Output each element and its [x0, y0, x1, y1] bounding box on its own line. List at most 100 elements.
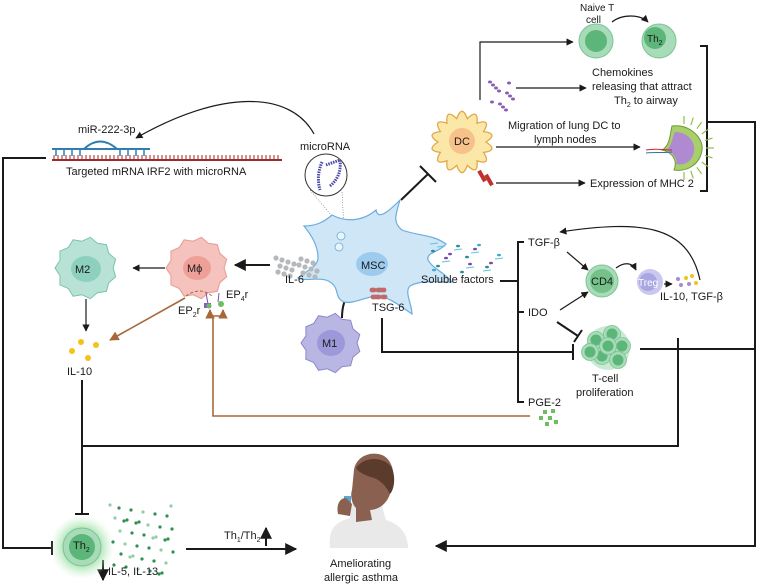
il6-particle — [291, 261, 297, 267]
il6-particle — [296, 262, 302, 268]
il6-particle — [275, 269, 281, 275]
inhibit-bar-dc — [419, 165, 437, 183]
cytokine-particle — [158, 525, 162, 529]
cytokine-particle — [146, 523, 150, 527]
soluble-factor-particle — [460, 270, 464, 274]
chemokine-particle — [488, 80, 492, 84]
chemokines-line-3: Th2 to airway — [614, 95, 678, 109]
t-cell-proliferation-cluster[interactable] — [581, 325, 631, 371]
soluble-factor-particle — [470, 251, 480, 254]
cytokine-particle — [129, 508, 133, 512]
pge2-particles — [539, 409, 558, 426]
mphi-label: Mϕ — [187, 263, 202, 275]
il10-particles — [69, 339, 99, 361]
il5-il13-particles — [108, 503, 175, 576]
chemokine-particle — [504, 108, 508, 112]
cytokine-particle — [171, 550, 175, 554]
cytokine-particle — [112, 563, 116, 567]
msc-inhibits-dc-line — [400, 173, 429, 201]
msc-label: MSC — [361, 260, 386, 272]
tgfb-label: TGF-β — [528, 237, 560, 249]
msc-cell[interactable] — [296, 197, 454, 316]
cytokine-particle — [165, 514, 169, 518]
chemokines-line-1: Chemokines — [592, 67, 654, 79]
t-cell-prolif-label-1: T-cell — [592, 373, 618, 385]
chemokine-particle — [508, 94, 512, 98]
cytokine-particle — [124, 565, 128, 569]
il10-tgfb-feedback-arrow — [559, 225, 701, 281]
dendritic-cell[interactable] — [431, 110, 494, 187]
il6-particle — [304, 258, 310, 264]
chemokine-particle — [507, 81, 511, 85]
cytokine-particle — [108, 503, 112, 507]
soluble-factor-particle — [494, 257, 504, 260]
il6-particle — [310, 260, 316, 266]
targeted-mrna-label: Targeted mRNA IRF2 with microRNA — [66, 166, 247, 178]
mirna-arrow — [135, 100, 315, 139]
soluble-factor-particle — [436, 264, 440, 268]
cytokine-particle — [157, 572, 161, 576]
th2-top-label: Th2 — [647, 34, 663, 47]
cytokine-particle — [125, 518, 129, 522]
lymph-node-spike — [690, 117, 694, 126]
chemokine-particles — [488, 80, 515, 112]
soluble-factor-particle — [477, 243, 481, 247]
microrna-label: microRNA — [300, 141, 351, 153]
mrna-to-th2-line — [2, 157, 52, 549]
cytokine-particle — [147, 546, 151, 550]
lymph-node-spike — [696, 167, 703, 175]
cytokine-particle — [151, 536, 155, 540]
cytokine-particle — [118, 529, 122, 533]
lymph-node-spike — [690, 170, 694, 179]
soluble-factor-particle — [444, 256, 448, 260]
cytokine-particle — [131, 554, 135, 558]
t-cell-nucleus — [612, 354, 624, 366]
soluble-factor-particle — [489, 261, 493, 265]
il6-particle — [279, 257, 285, 263]
th2-cell-top[interactable] — [641, 23, 677, 59]
soluble-factor-particle — [432, 268, 436, 272]
soluble-factor-particle — [473, 247, 477, 251]
il6-particle — [300, 270, 306, 276]
cytokine-particle — [119, 552, 123, 556]
treg-label: Treg — [638, 278, 658, 289]
il6-particle — [277, 263, 283, 269]
ido-label: IDO — [528, 307, 548, 319]
pge2-feedback-line — [212, 316, 530, 417]
cd4-label: CD4 — [591, 276, 613, 288]
tsg6-particle — [382, 294, 388, 300]
cytokine-particle — [142, 533, 146, 537]
naive-to-th2-arrow — [611, 14, 649, 23]
m1-macrophage[interactable] — [300, 312, 361, 374]
cytokine-particle — [140, 557, 144, 561]
soluble-bracket — [517, 241, 524, 403]
il5-il13-label: IL-5, IL-13 — [108, 566, 158, 578]
cytokine-particle — [141, 510, 145, 514]
tsg6-particle — [381, 287, 387, 293]
t-cell-nucleus — [590, 334, 602, 346]
dc-to-naive-arrow — [479, 38, 574, 100]
il6-particle — [287, 273, 293, 279]
soluble-factor-particle — [465, 266, 475, 269]
chemokines-line-2: releasing that attract — [592, 81, 692, 93]
mphi-macrophage[interactable] — [165, 236, 228, 300]
m2-macrophage[interactable] — [54, 236, 117, 300]
naive-t-cell[interactable] — [578, 23, 614, 59]
cd4-cell[interactable] — [585, 264, 619, 298]
t-cell-prolif-label-2: proliferation — [576, 387, 633, 399]
cytokine-particle — [128, 555, 132, 559]
cytokine-particle — [113, 516, 117, 520]
il6-particle — [281, 271, 287, 277]
il6-particles — [273, 255, 320, 280]
th2-cell-bottom[interactable] — [50, 515, 114, 579]
tsg6-particle — [371, 287, 377, 293]
soluble-factor-particle — [441, 260, 451, 263]
il10-tgfb-particles — [676, 274, 698, 287]
cytokine-particle — [122, 519, 126, 523]
tsg6-inhibit-line — [381, 318, 573, 353]
mir-222-label: miR-222-3p — [78, 124, 135, 136]
treg-cell[interactable] — [637, 269, 663, 295]
cytokine-particle — [137, 520, 141, 524]
t-cell-nucleus — [584, 346, 596, 358]
